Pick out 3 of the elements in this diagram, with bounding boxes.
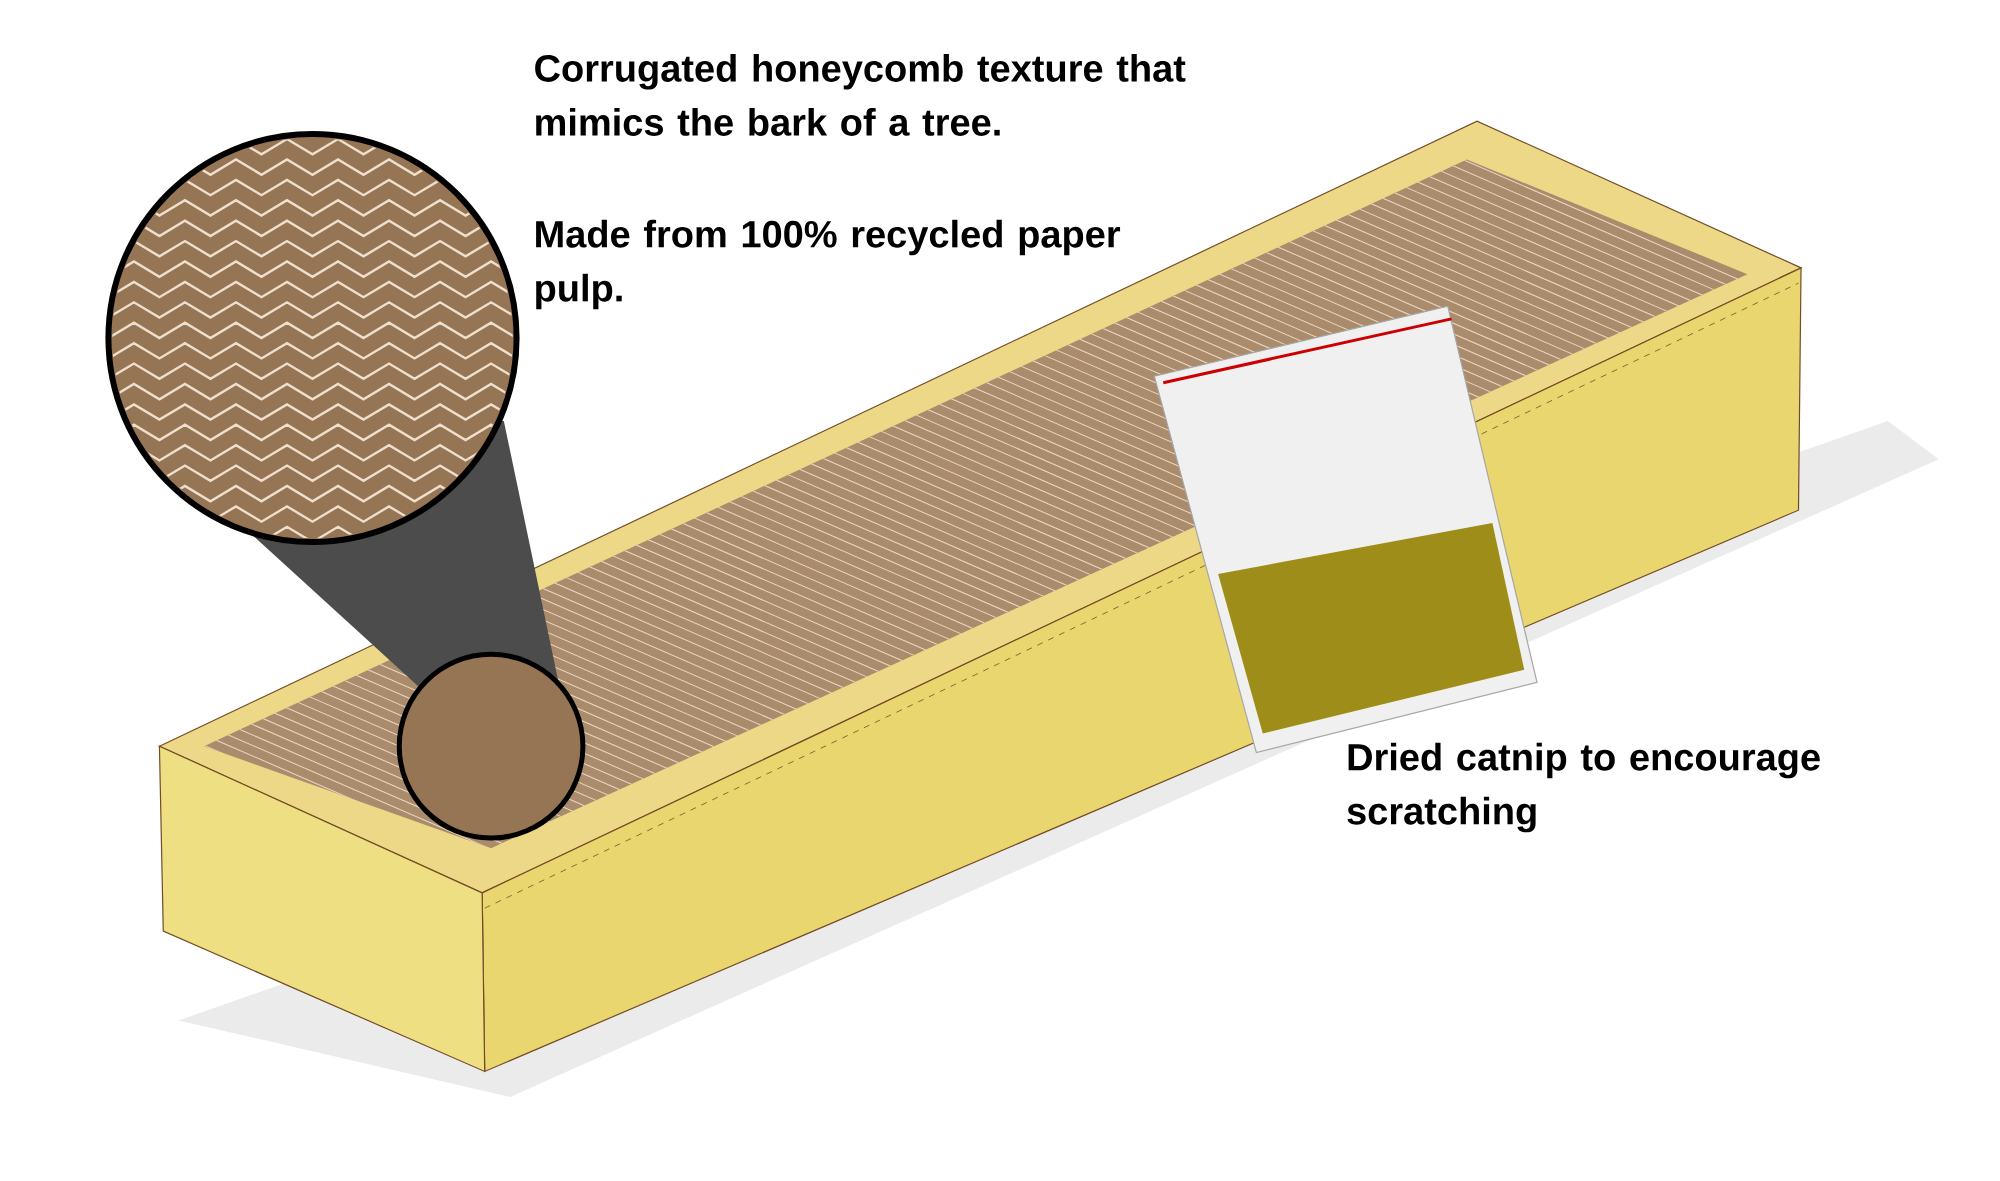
callout-text: Made from 100% recycled paper pulp.	[536, 219, 1121, 310]
callout-text: Corrugated honeycomb texture that mimics the bark of a tree.	[535, 53, 1186, 136]
callout-text: Dried catnip to encourage scratching	[1347, 742, 1820, 833]
